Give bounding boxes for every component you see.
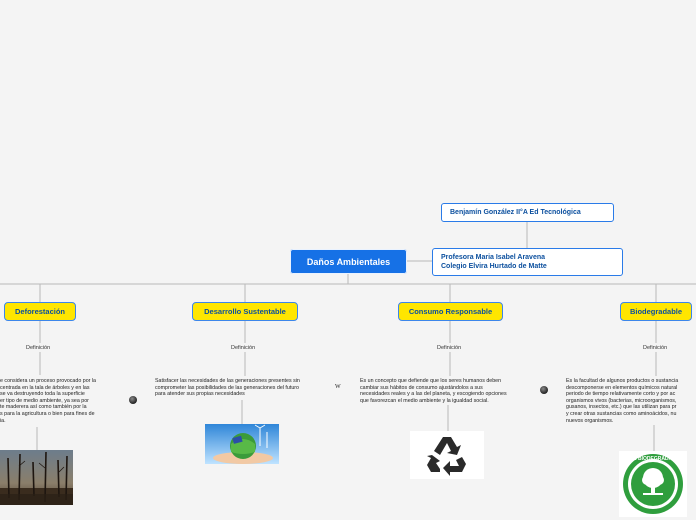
wikipedia-icon[interactable]: W <box>335 384 341 390</box>
topic-biodegradable[interactable]: Biodegradable <box>620 302 692 321</box>
definition-label-biodegradable[interactable]: Definición <box>643 345 668 351</box>
burned-forest-image[interactable] <box>0 450 73 505</box>
text-line: centrada en la tala de árboles y en las <box>0 384 90 391</box>
globe-icon[interactable] <box>540 386 548 394</box>
definition-label-deforestacion[interactable]: Definición <box>26 345 51 351</box>
teacher-info-node[interactable]: Profesora Maria Isabel Aravena Colegio E… <box>432 248 623 276</box>
topic-label: Biodegradable <box>629 307 683 316</box>
central-topic-node[interactable]: Daños Ambientales <box>290 249 407 274</box>
text-line: cambiar sus hábitos de consumo ajustándo… <box>360 384 483 391</box>
text-line: organismos vivos (bacterias, microorgani… <box>566 397 677 404</box>
central-topic-label: Daños Ambientales <box>306 256 391 267</box>
recycle-icon <box>427 437 466 476</box>
badge-text: 100% BIODEGRADABLE <box>624 456 683 462</box>
biodegradable-seal-image[interactable]: 100% BIODEGRADABLE <box>619 451 687 517</box>
definition-text-deforestacion[interactable]: e considera un proceso provocado por la … <box>0 378 118 424</box>
text-line: nuevos organismos. <box>566 417 614 424</box>
text-line: ia. <box>0 417 6 424</box>
text-line: que favorezcan el medio ambiente y la ig… <box>360 397 489 404</box>
topic-deforestacion[interactable]: Deforestación <box>4 302 76 321</box>
text-line: periodo de tiempo relativamente corto y … <box>566 391 676 398</box>
text-line: e considera un proceso provocado por la <box>0 378 96 384</box>
text-line: para atender sus propias necesidades <box>155 391 245 398</box>
text-line: er tipo de medio ambiente, ya sea por <box>0 397 89 404</box>
text-line: gusanos, insectos, etc.) que las utiliza… <box>566 404 677 411</box>
globe-icon[interactable] <box>129 396 137 404</box>
student-info-node[interactable]: Benjamín González II°A Ed Tecnológica <box>441 203 614 222</box>
school-name: Colegio Elvira Hurtado de Matte <box>441 263 547 270</box>
teacher-name: Profesora Maria Isabel Aravena <box>441 254 546 261</box>
topic-consumo-responsable[interactable]: Consumo Responsable <box>398 302 503 321</box>
text-line: Satisfacer las necesidades de las genera… <box>155 378 300 384</box>
text-line: s para la agricultura o bien para fines … <box>0 410 95 417</box>
text-line: y crear otras sustancias como aminoácido… <box>566 410 677 417</box>
text-line: se va destruyendo toda la superficie <box>0 391 85 398</box>
text-line: comprometer las posibilidades de las gen… <box>155 384 299 391</box>
earth-in-hand-image[interactable] <box>205 424 279 464</box>
recycle-symbol-image[interactable] <box>410 431 484 479</box>
text-line: Es un concepto que defiende que los sere… <box>360 378 502 384</box>
definition-text-desarrollo[interactable]: Satisfacer las necesidades de las genera… <box>155 378 330 398</box>
text-line: necesidades reales y a las del planeta, … <box>360 391 507 398</box>
topic-label: Deforestación <box>14 307 65 316</box>
student-name: Benjamín González II°A Ed Tecnológica <box>450 209 581 216</box>
text-line: te maderera así como también por la <box>0 404 87 411</box>
text-line: Es la facultad de algunos productos o su… <box>566 378 679 384</box>
definition-label-consumo[interactable]: Definición <box>437 345 462 351</box>
definition-text-consumo[interactable]: Es un concepto que defiende que los sere… <box>360 378 538 404</box>
definition-text-biodegradable[interactable]: Es la facultad de algunos productos o su… <box>566 378 696 424</box>
topic-label: Desarrollo Sustentable <box>204 307 286 316</box>
topic-label: Consumo Responsable <box>408 307 493 316</box>
definition-label-desarrollo[interactable]: Definición <box>231 345 256 351</box>
topic-desarrollo-sustentable[interactable]: Desarrollo Sustentable <box>192 302 298 321</box>
text-line: descomponerse en elementos químicos natu… <box>566 384 678 391</box>
